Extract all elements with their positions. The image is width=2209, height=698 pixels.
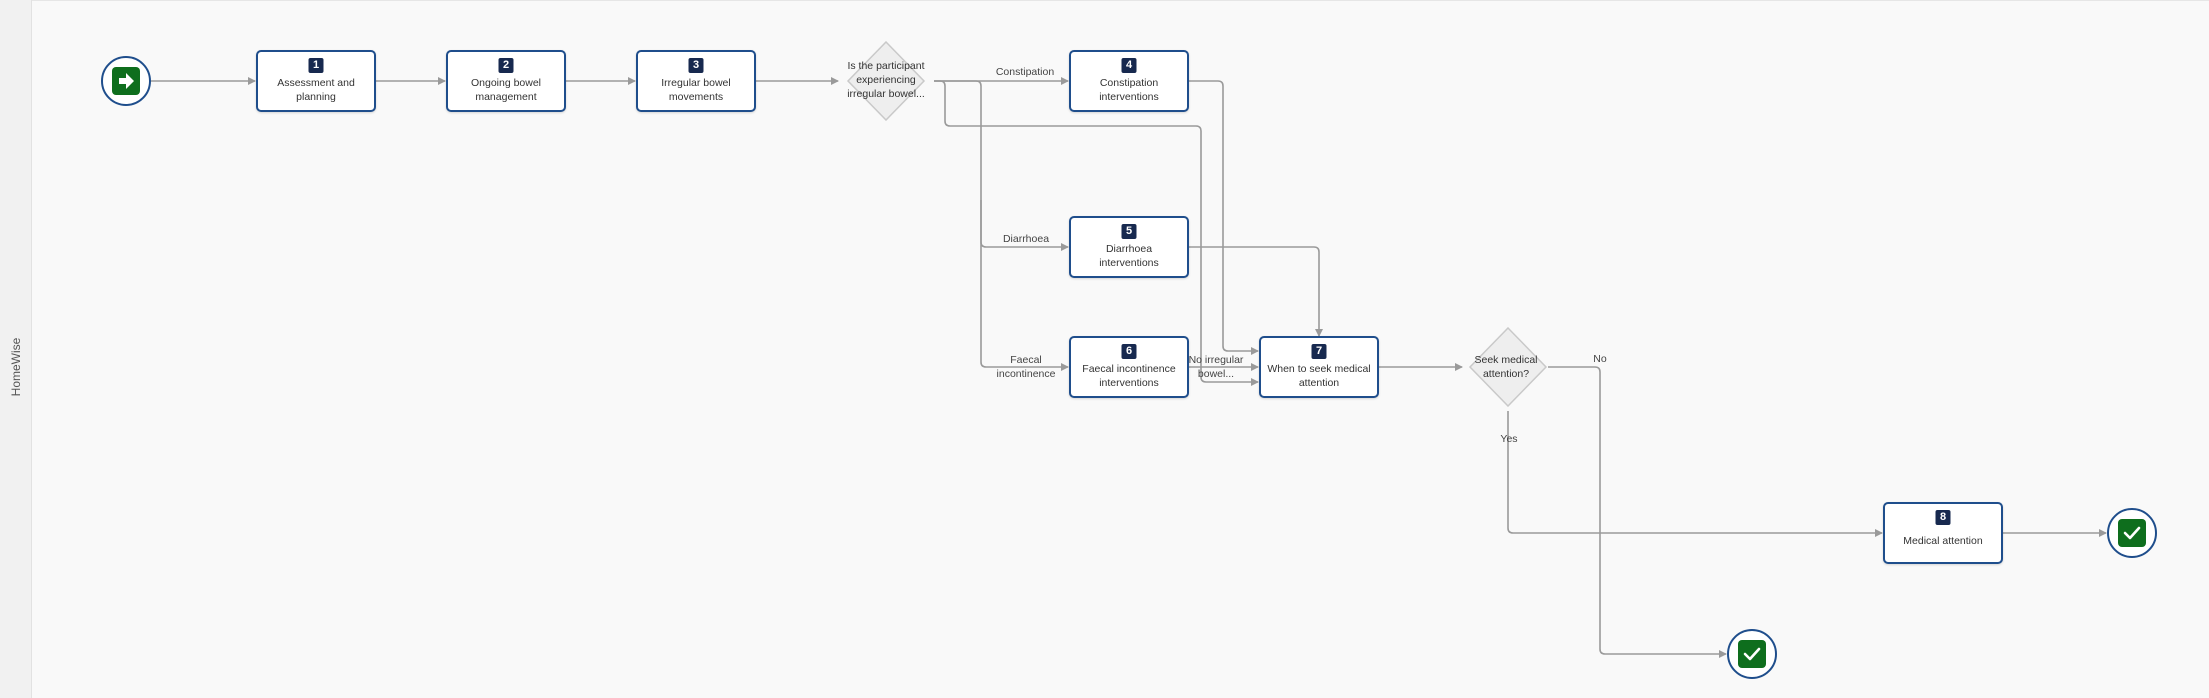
connector-decision2-yes [1507, 411, 1883, 537]
edge-label-no-irregular: No irregular bowel... [1188, 354, 1244, 380]
step-number: 5 [1121, 224, 1137, 239]
connector-4-to-7 [1189, 80, 1259, 355]
step-number: 2 [498, 58, 514, 73]
task-node-3[interactable]: 3 Irregular bowel movements [636, 50, 756, 112]
decision-seek-medical[interactable]: Seek medical attention? [1463, 327, 1557, 407]
task-label: Ongoing bowel management [470, 77, 542, 103]
connector-decision-to-7 [934, 80, 1259, 386]
task-node-6[interactable]: 6 Faecal incontinence interventions [1069, 336, 1189, 398]
connector-decision2-no [1548, 366, 1727, 658]
task-node-7[interactable]: 7 When to seek medical attention [1259, 336, 1379, 398]
decision-label: Seek medical attention? [1474, 354, 1538, 380]
check-icon [2118, 519, 2146, 547]
edge-label-constipation: Constipation [995, 66, 1055, 78]
task-node-1[interactable]: 1 Assessment and planning [256, 50, 376, 112]
decision-diamond-shape [1468, 327, 1548, 407]
task-node-5[interactable]: 5 Diarrhoea interventions [1069, 216, 1189, 278]
step-number: 6 [1121, 344, 1137, 359]
connector-decision-to-6 [980, 200, 1069, 371]
top-divider [0, 0, 2209, 1]
decision-label: Is the participant experiencing irregula… [847, 60, 925, 100]
task-label: Constipation interventions [1099, 77, 1159, 103]
step-number: 8 [1935, 510, 1951, 525]
edge-label-faecal-incontinence: Faecal incontinence [996, 354, 1056, 380]
connector-5-to-7 [1189, 246, 1323, 337]
edge-label-yes: Yes [1500, 433, 1518, 445]
connector-decision-to-5 [934, 80, 1069, 251]
decision-irregular-bowel[interactable]: Is the participant experiencing irregula… [839, 41, 933, 121]
step-number: 1 [308, 58, 324, 73]
end-event-medical[interactable] [2107, 508, 2157, 558]
swimlane-header: HomeWise [0, 0, 32, 698]
task-label: Assessment and planning [277, 77, 355, 103]
task-label: When to seek medical attention [1267, 363, 1371, 389]
edge-label-diarrhoea: Diarrhoea [1002, 233, 1050, 245]
task-label: Irregular bowel movements [661, 77, 731, 103]
task-node-8[interactable]: 8 Medical attention [1883, 502, 2003, 564]
edge-label-no: No [1593, 353, 1607, 365]
task-node-2[interactable]: 2 Ongoing bowel management [446, 50, 566, 112]
step-number: 7 [1311, 344, 1327, 359]
arrow-right-icon [112, 67, 140, 95]
step-number: 3 [688, 58, 704, 73]
task-label: Medical attention [1903, 535, 1983, 547]
step-number: 4 [1121, 58, 1137, 73]
task-label: Faecal incontinence interventions [1082, 363, 1176, 389]
task-node-4[interactable]: 4 Constipation interventions [1069, 50, 1189, 112]
decision-diamond-shape [846, 41, 926, 121]
start-event[interactable] [101, 56, 151, 106]
end-event-no[interactable] [1727, 629, 1777, 679]
check-icon [1738, 640, 1766, 668]
task-label: Diarrhoea interventions [1099, 243, 1159, 269]
